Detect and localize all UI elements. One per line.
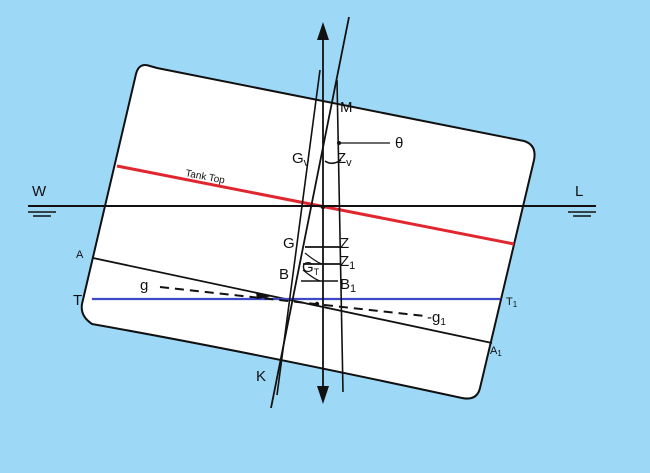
g-shift-arrowhead xyxy=(256,292,270,299)
label-b1: B1 xyxy=(340,276,356,295)
label-theta: θ xyxy=(395,135,403,152)
label-a1: A1 xyxy=(490,345,502,358)
label-g: g xyxy=(140,277,148,294)
vertical-line-right xyxy=(336,79,344,393)
arrow-down-icon xyxy=(317,386,329,404)
label-m: M xyxy=(340,99,353,116)
ship-hull xyxy=(80,64,536,400)
label-l: L xyxy=(575,183,583,200)
arc-gt xyxy=(304,252,323,265)
label-k: K xyxy=(256,368,266,385)
theta-arc xyxy=(324,159,342,165)
inclined-line-k xyxy=(276,69,321,396)
label-z1: Z1 xyxy=(340,253,355,272)
label-t: T xyxy=(73,292,82,309)
label-zv: Zv xyxy=(337,150,352,169)
arc-b xyxy=(302,269,321,282)
waterline-marker-left xyxy=(28,211,56,217)
label-gt: GT xyxy=(302,259,320,277)
label-b: B xyxy=(279,266,289,283)
label-gv: Gv xyxy=(292,150,310,169)
arrow-up-icon xyxy=(317,22,329,40)
label-g1: -g1 xyxy=(427,309,446,328)
label-g-center: G xyxy=(283,235,295,252)
label-w: W xyxy=(32,183,47,200)
k-point xyxy=(314,301,320,307)
waterline-marker-right xyxy=(568,211,596,217)
center-point xyxy=(320,204,326,210)
label-t1: T1 xyxy=(506,296,518,309)
theta-pointer-dot xyxy=(337,141,341,145)
label-z: Z xyxy=(340,235,349,252)
label-a: A xyxy=(76,249,84,261)
